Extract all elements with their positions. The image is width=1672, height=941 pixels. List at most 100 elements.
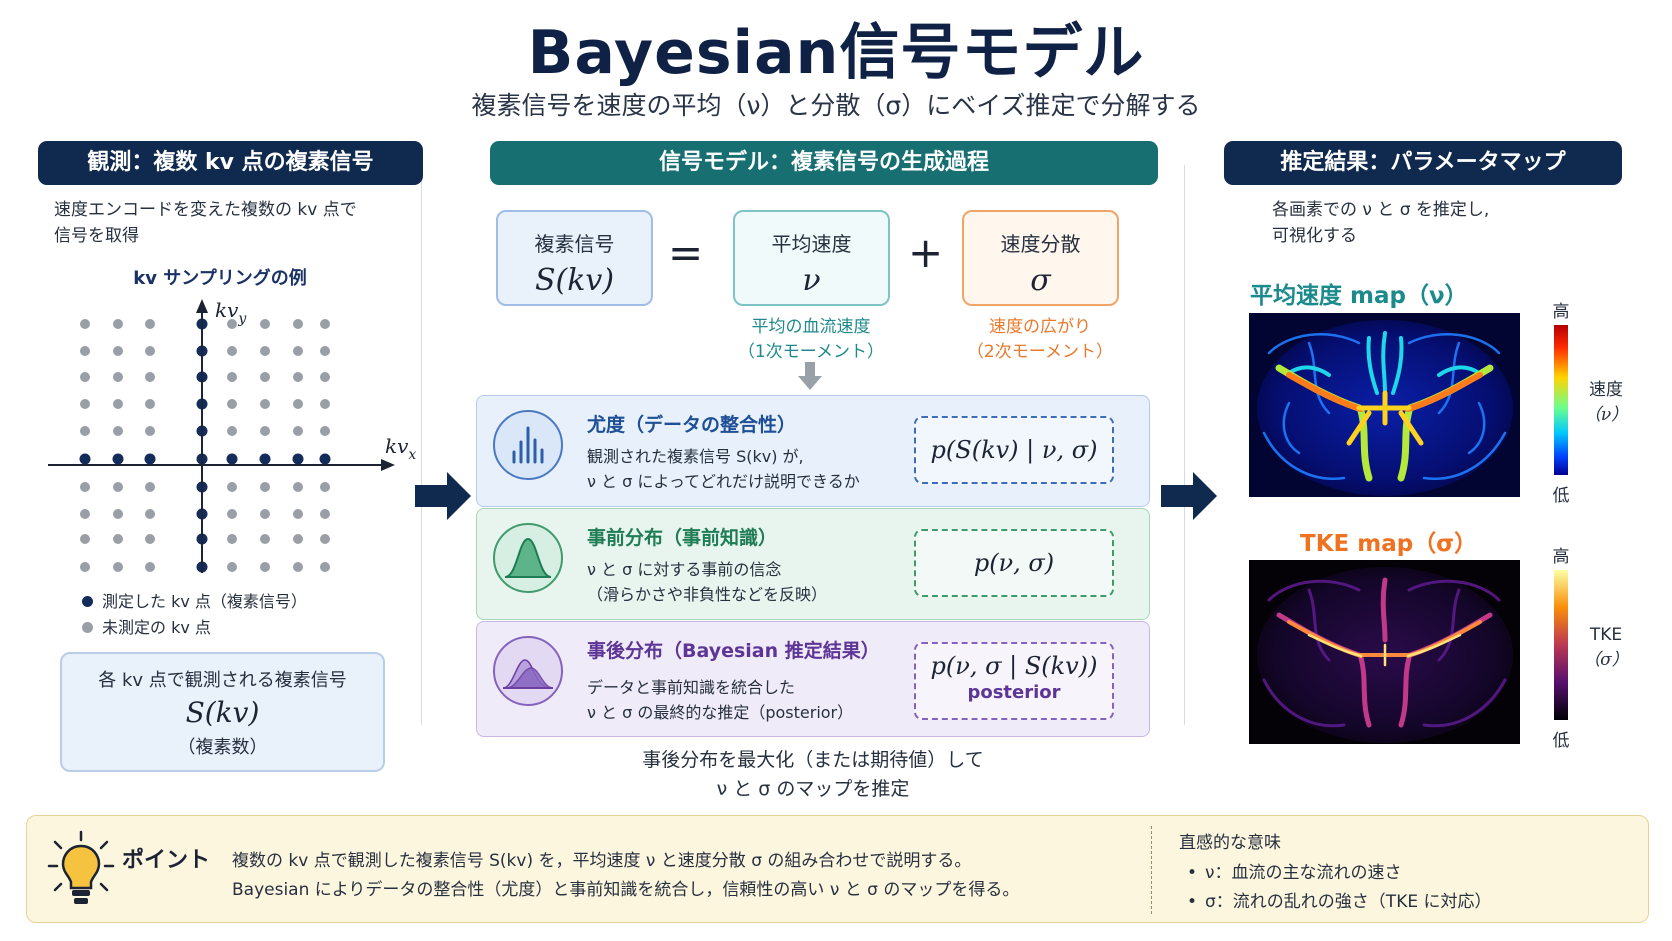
point-label: ポイント [122, 848, 211, 873]
tke-colorbar-label-1: TKE [1589, 625, 1623, 645]
velocity-colorbar-label-1: 速度 [1589, 380, 1623, 400]
unmeasured-kv-point [145, 346, 155, 356]
unmeasured-kv-point [320, 319, 330, 329]
unmeasured-kv-point [227, 534, 237, 544]
variance-note-2: （2次モーメント） [966, 342, 1114, 362]
posterior-formula-sub: posterior [967, 682, 1061, 703]
unmeasured-kv-point [113, 319, 123, 329]
unmeasured-kv-point [293, 346, 303, 356]
unmeasured-kv-point [320, 346, 330, 356]
unmeasured-kv-point [293, 562, 303, 572]
kv-sampling-plot: kvy kvx [48, 298, 416, 573]
unmeasured-kv-point [260, 319, 270, 329]
prior-title: 事前分布（事前知識） [587, 527, 778, 549]
velocity-colorbar-high: 高 [1552, 302, 1570, 322]
likelihood-desc-1: 観測された複素信号 S(kv) が, [587, 447, 804, 466]
bullet-icon: • [1187, 892, 1198, 912]
unmeasured-kv-point [293, 399, 303, 409]
meaning-title: 直感的な意味 [1179, 833, 1281, 853]
posterior-title: 事後分布（Bayesian 推定結果） [587, 640, 880, 662]
eq-mean-symbol: ν [802, 263, 821, 298]
likelihood-title: 尤度（データの整合性） [587, 414, 797, 436]
measured-kv-point [144, 453, 156, 465]
unmeasured-kv-point [320, 399, 330, 409]
prior-desc-2: （滑らかさや非負性などを反映） [587, 585, 828, 604]
observation-desc-2: 信号を取得 [54, 226, 139, 246]
unmeasured-kv-point [113, 426, 123, 436]
result-header: 推定結果：パラメータマップ [1224, 141, 1622, 185]
bar-histogram-icon [493, 410, 563, 480]
velocity-colorbar-low: 低 [1552, 486, 1570, 506]
velocity-map-image [1249, 313, 1520, 497]
flow-arrow-left-icon [415, 472, 471, 520]
likelihood-desc-2: ν と σ によってどれだけ説明できるか [587, 472, 860, 491]
unmeasured-kv-point [145, 319, 155, 329]
unmeasured-kv-point [113, 482, 123, 492]
tke-colorbar-low: 低 [1552, 731, 1570, 751]
measured-kv-point [292, 453, 304, 465]
unmeasured-kv-point [227, 426, 237, 436]
unmeasured-kv-point [145, 372, 155, 382]
unmeasured-kv-point [227, 509, 237, 519]
unmeasured-kv-point [227, 346, 237, 356]
unmeasured-kv-point [320, 482, 330, 492]
sampling-plot-title: kv サンプリングの例 [133, 268, 307, 289]
unmeasured-kv-point [113, 372, 123, 382]
eq-variance-label: 速度分散 [1000, 232, 1081, 256]
flow-arrow-right-icon [1161, 472, 1217, 520]
center-summary-2: ν と σ のマップを推定 [716, 778, 910, 800]
kvy-arrow [196, 299, 208, 313]
unmeasured-kv-point [227, 372, 237, 382]
point-divider [1151, 826, 1152, 914]
eq-equals-sign: = [668, 228, 704, 277]
unmeasured-kv-point [320, 426, 330, 436]
legend-measured: 測定した kv 点（複素信号） [82, 588, 307, 612]
unmeasured-kv-point [145, 509, 155, 519]
legend-unmeasured: 未測定の kv 点 [82, 614, 211, 638]
tke-colorbar-high: 高 [1552, 547, 1570, 567]
unmeasured-kv-point [113, 399, 123, 409]
meaning-item-1: •ν：血流の主な流れの速さ [1187, 863, 1402, 883]
unmeasured-kv-point [145, 482, 155, 492]
unmeasured-kv-point [293, 426, 303, 436]
unmeasured-kv-point [80, 426, 90, 436]
center-summary: 事後分布を最大化（または期待値）して ν と σ のマップを推定 [476, 746, 1150, 804]
unmeasured-kv-point [293, 319, 303, 329]
meaning-item-2: •σ：流れの乱れの強さ（TKE に対応） [1187, 892, 1492, 912]
prior-panel: 事前分布（事前知識） ν と σ に対する事前の信念 （滑らかさや非負性などを反… [476, 508, 1150, 620]
prior-desc-1: ν と σ に対する事前の信念 [587, 560, 782, 579]
complex-signal-box: 各 kv 点で観測される複素信号 S(kv) （複素数） [60, 652, 385, 772]
column-divider-left [421, 165, 422, 725]
mean-note-2: （1次モーメント） [737, 342, 885, 362]
measured-kv-point [112, 453, 124, 465]
unmeasured-kv-point [145, 399, 155, 409]
posterior-panel: 事後分布（Bayesian 推定結果） データと事前知識を統合した ν と σ … [476, 621, 1150, 737]
unmeasured-kv-point [113, 562, 123, 572]
unmeasured-kv-point [320, 509, 330, 519]
mean-note: 平均の血流速度 （1次モーメント） [711, 315, 911, 365]
complex-signal-box-note: （複素数） [177, 737, 268, 758]
unmeasured-kv-point [293, 509, 303, 519]
posterior-desc-2: ν と σ の最終的な推定（posterior） [587, 703, 854, 722]
unmeasured-kv-point [260, 562, 270, 572]
unmeasured-kv-point [227, 319, 237, 329]
unmeasured-kv-point [113, 509, 123, 519]
unmeasured-kv-point [260, 372, 270, 382]
measured-dot-icon [82, 596, 93, 607]
down-arrow-icon [798, 362, 822, 390]
observation-header: 観測：複数 kv 点の複素信号 [38, 141, 423, 185]
signal-model-header: 信号モデル：複素信号の生成過程 [490, 141, 1158, 185]
variance-note-1: 速度の広がり [989, 317, 1091, 337]
unmeasured-kv-point [260, 482, 270, 492]
unmeasured-kv-point [80, 562, 90, 572]
unmeasured-kv-point [80, 482, 90, 492]
eq-signal-symbol: S(kv) [534, 263, 615, 298]
eq-signal-label: 複素信号 [534, 232, 615, 256]
unmeasured-kv-point [80, 534, 90, 544]
velocity-colorbar [1554, 325, 1568, 475]
complex-signal-formula: S(kv) [185, 696, 260, 729]
page-subtitle: 複素信号を速度の平均（ν）と分散（σ）にベイズ推定で分解する [471, 91, 1201, 120]
unmeasured-kv-point [113, 534, 123, 544]
unmeasured-kv-point [227, 399, 237, 409]
unmeasured-kv-point [260, 346, 270, 356]
